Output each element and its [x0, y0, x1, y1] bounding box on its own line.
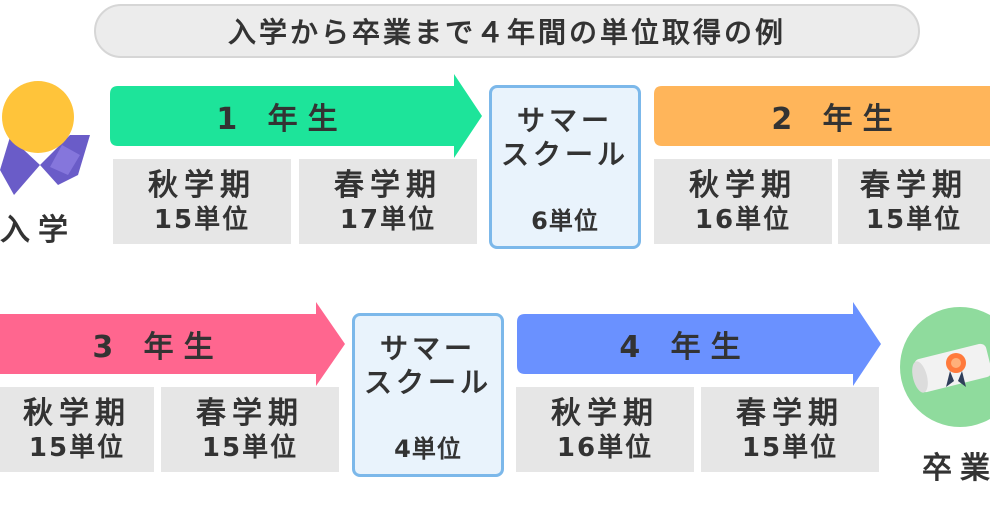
year4-label-text: 4 年生: [619, 330, 751, 365]
diagram-title: 入学から卒業まで４年間の単位取得の例: [94, 4, 920, 58]
start-label: 入学: [0, 213, 76, 248]
term-name: 秋学期: [689, 167, 797, 203]
year1-label: 1 年生: [110, 86, 454, 146]
end-label: 卒業: [922, 451, 990, 486]
year3-autumn-term: 秋学期 15単位: [0, 387, 154, 472]
term-name: 秋学期: [23, 395, 131, 431]
term-name: 秋学期: [148, 167, 256, 203]
diploma-icon: [900, 307, 990, 427]
term-credits: 15単位: [741, 432, 839, 463]
year4-spring-term: 春学期 15単位: [701, 387, 879, 472]
summer-school-1: サマー スクール 6単位: [489, 85, 641, 249]
term-credits: 15単位: [28, 432, 126, 463]
term-name: 春学期: [334, 167, 442, 203]
term-name: 秋学期: [551, 395, 659, 431]
year1-autumn-term: 秋学期 15単位: [113, 159, 291, 244]
year3-label: 3 年生: [0, 314, 316, 374]
year4-autumn-term: 秋学期 16単位: [516, 387, 694, 472]
term-credits: 15単位: [865, 204, 963, 235]
year3-spring-term: 春学期 15単位: [161, 387, 339, 472]
term-credits: 17単位: [339, 204, 437, 235]
term-credits: 16単位: [556, 432, 654, 463]
year1-spring-term: 春学期 17単位: [299, 159, 477, 244]
term-name: 春学期: [860, 167, 968, 203]
year1-label-text: 1 年生: [216, 102, 348, 137]
year1-arrow: [110, 74, 482, 158]
year3-arrow: [0, 302, 345, 386]
year4-arrow: [517, 302, 881, 386]
year2-spring-term: 春学期 15単位: [838, 159, 990, 244]
year2-autumn-term: 秋学期 16単位: [654, 159, 832, 244]
year3-label-text: 3 年生: [92, 330, 224, 365]
term-credits: 16単位: [694, 204, 792, 235]
year4-label: 4 年生: [517, 314, 853, 374]
year2-arrow: [654, 86, 990, 146]
medal-icon: [0, 81, 90, 195]
year2-label: 2 年生: [654, 86, 990, 146]
summer-name: サマー スクール: [363, 332, 492, 399]
summer-credits: 6単位: [531, 207, 599, 235]
year2-label-text: 2 年生: [771, 102, 903, 137]
term-name: 春学期: [736, 395, 844, 431]
summer-name: サマー スクール: [500, 104, 629, 171]
term-credits: 15単位: [153, 204, 251, 235]
term-name: 春学期: [196, 395, 304, 431]
summer-school-2: サマー スクール 4単位: [352, 313, 504, 477]
summer-credits: 4単位: [394, 435, 462, 463]
term-credits: 15単位: [201, 432, 299, 463]
